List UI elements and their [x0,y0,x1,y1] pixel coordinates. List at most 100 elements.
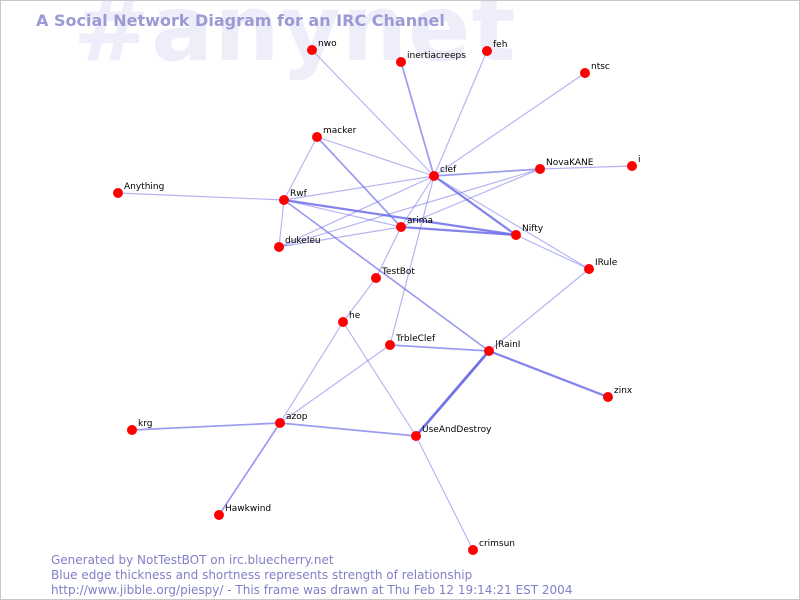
node-label-NovaKANE: NovaKANE [546,158,594,168]
node-dot-crimsun [468,545,478,555]
edges-layer [117,49,633,551]
diagram-title: A Social Network Diagram for an IRC Chan… [36,11,445,30]
edge-Rwf-arima [283,199,402,228]
edge-macker-clef [316,136,435,177]
node-dot-nwo [307,45,317,55]
node-dot-i [627,161,637,171]
edge-TestBot-he [342,277,377,323]
node-dot-IRainI [484,346,494,356]
node-feh: feh [482,40,507,56]
edge-arima-NovaKANE [400,168,541,228]
node-label-Hawkwind: Hawkwind [225,504,271,514]
node-label-macker: macker [323,126,357,136]
node-dot-macker [312,132,322,142]
node-krg: krg [127,419,152,435]
edge-Rwf-IRainI [283,199,490,352]
node-azop: azop [275,412,308,428]
node-Hawkwind: Hawkwind [214,504,271,520]
edge-UseAndDestroy-crimsun [415,435,474,551]
node-label-inertiacreeps: inertiacreeps [407,51,466,61]
edge-clef-TrbleClef [389,175,435,346]
node-label-azop: azop [286,412,308,422]
node-label-nwo: nwo [318,39,337,49]
node-label-arima: arima [407,216,433,226]
edge-he-UseAndDestroy [342,321,417,437]
node-Anything: Anything [113,182,164,198]
node-label-Rwf: Rwf [290,189,308,199]
edge-arima-Nifty [399,225,518,237]
node-i: i [627,155,641,171]
node-arima: arima [396,216,433,232]
edge-Rwf-Nifty [282,198,518,237]
node-label-TrbleClef: TrbleClef [395,334,436,344]
node-TrbleClef: TrbleClef [385,334,436,350]
node-IRainI: |RainI [484,340,520,356]
node-label-IRainI: |RainI [495,340,520,350]
edge-inertiacreeps-clef [400,61,435,177]
edge-TrbleClef-azop [279,344,391,424]
edge-feh-clef [433,50,488,177]
node-he: he [338,311,361,327]
edge-macker-arima [316,136,402,228]
node-Nifty: Nifty [511,224,544,240]
edge-krg-azop [131,422,281,431]
footer-legend-note: Blue edge thickness and shortness repres… [51,568,473,582]
node-dot-clef [429,171,439,181]
edge-he-azop [279,321,344,424]
node-NovaKANE: NovaKANE [535,158,594,174]
node-label-TestBot: TestBot [381,267,415,277]
node-label-dukeleu: dukeleu [285,236,321,246]
node-UseAndDestroy: UseAndDestroy [411,425,492,441]
footer-generated-by: Generated by NotTestBOT on irc.bluecherr… [51,553,334,567]
node-label-Anything: Anything [124,182,164,192]
edge-TrbleClef-IRainI [389,344,490,352]
node-dot-he [338,317,348,327]
node-dot-azop [275,418,285,428]
node-dot-Nifty [511,230,521,240]
edge-clef-Nifty [432,174,518,237]
edge-azop-Hawkwind [218,422,281,516]
edge-macker-Rwf [283,136,318,201]
node-dot-UseAndDestroy [411,431,421,441]
node-dot-Anything [113,188,123,198]
edge-Nifty-IRule [515,234,590,270]
node-dot-arima [396,222,406,232]
node-label-he: he [349,311,361,321]
watermark: #anynet [73,0,517,82]
node-dot-krg [127,425,137,435]
node-inertiacreeps: inertiacreeps [396,51,466,67]
node-dot-ntsc [580,68,590,78]
edge-Rwf-dukeleu [278,199,285,248]
node-dot-TrbleClef [385,340,395,350]
edge-dukeleu-NovaKANE [278,168,541,248]
node-label-i: i [638,155,641,165]
edge-NovaKANE-i [539,165,633,170]
node-label-UseAndDestroy: UseAndDestroy [422,425,492,435]
node-dot-zinx [603,392,613,402]
node-Rwf: Rwf [279,189,308,205]
nodes-layer: nwoinertiacreepsfehntscmackerclefNovaKAN… [113,39,641,555]
edge-ntsc-clef [433,72,586,177]
node-label-crimsun: crimsun [479,539,515,549]
node-zinx: zinx [603,386,633,402]
edge-nwo-clef [311,49,435,177]
node-dot-NovaKANE [535,164,545,174]
node-label-IRule: IRule [595,258,618,268]
node-ntsc: ntsc [580,62,610,78]
footer-timestamp: http://www.jibble.org/piespy/ - This fra… [51,583,573,597]
edge-Anything-Rwf [117,192,285,201]
node-macker: macker [312,126,357,142]
node-dot-dukeleu [274,242,284,252]
node-IRule: IRule [584,258,618,274]
node-dot-IRule [584,264,594,274]
node-TestBot: TestBot [371,267,415,283]
edge-azop-UseAndDestroy [279,422,417,437]
node-dot-Rwf [279,195,289,205]
node-dot-Hawkwind [214,510,224,520]
edge-clef-Rwf [283,175,435,201]
node-label-feh: feh [493,40,507,50]
edge-IRainI-UseAndDestroy [414,349,491,438]
edge-clef-IRule [433,175,590,270]
